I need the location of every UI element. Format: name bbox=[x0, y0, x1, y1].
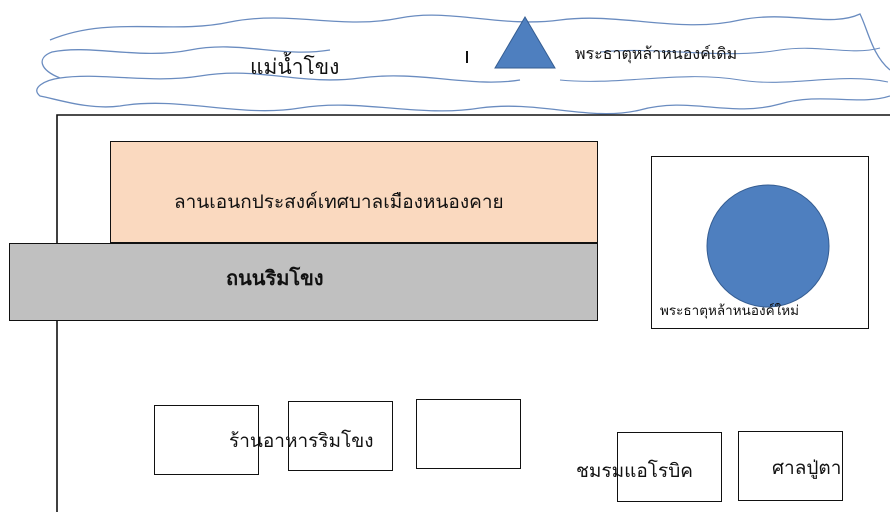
aerobics-club-building[interactable] bbox=[617, 432, 722, 502]
river-label: แม่น้ำโขง bbox=[250, 55, 340, 79]
spirit-house-building[interactable] bbox=[738, 431, 843, 501]
plaza-area[interactable] bbox=[110, 141, 598, 243]
restaurant-building-3[interactable] bbox=[416, 399, 521, 469]
new-pagoda-circle-icon bbox=[706, 184, 830, 308]
old-pagoda-label: พระธาตุหล้าหนองค์เดิม bbox=[575, 44, 738, 63]
river-outline-inner bbox=[559, 47, 889, 83]
river-outline bbox=[36, 13, 890, 115]
restaurant-building-2[interactable] bbox=[288, 401, 393, 471]
new-pagoda-label: พระธาตุหล้าหนองค์ใหม่ bbox=[660, 303, 799, 319]
new-pagoda-frame[interactable] bbox=[651, 156, 869, 329]
aerobics-club-label: ชมรมแอโรบิค bbox=[576, 460, 693, 482]
old-pagoda-triangle-icon bbox=[494, 16, 556, 69]
road-label: ถนนริมโขง bbox=[226, 266, 324, 290]
site-boundary bbox=[56, 114, 890, 512]
road-area[interactable] bbox=[9, 243, 598, 321]
plaza-label: ลานเอนกประสงค์เทศบาลเมืองหนองคาย bbox=[174, 191, 504, 213]
restaurant-label: ร้านอาหารริมโขง bbox=[229, 430, 374, 452]
restaurant-building-1[interactable] bbox=[154, 405, 259, 475]
spirit-house-label: ศาลปู่ตา bbox=[772, 457, 842, 479]
